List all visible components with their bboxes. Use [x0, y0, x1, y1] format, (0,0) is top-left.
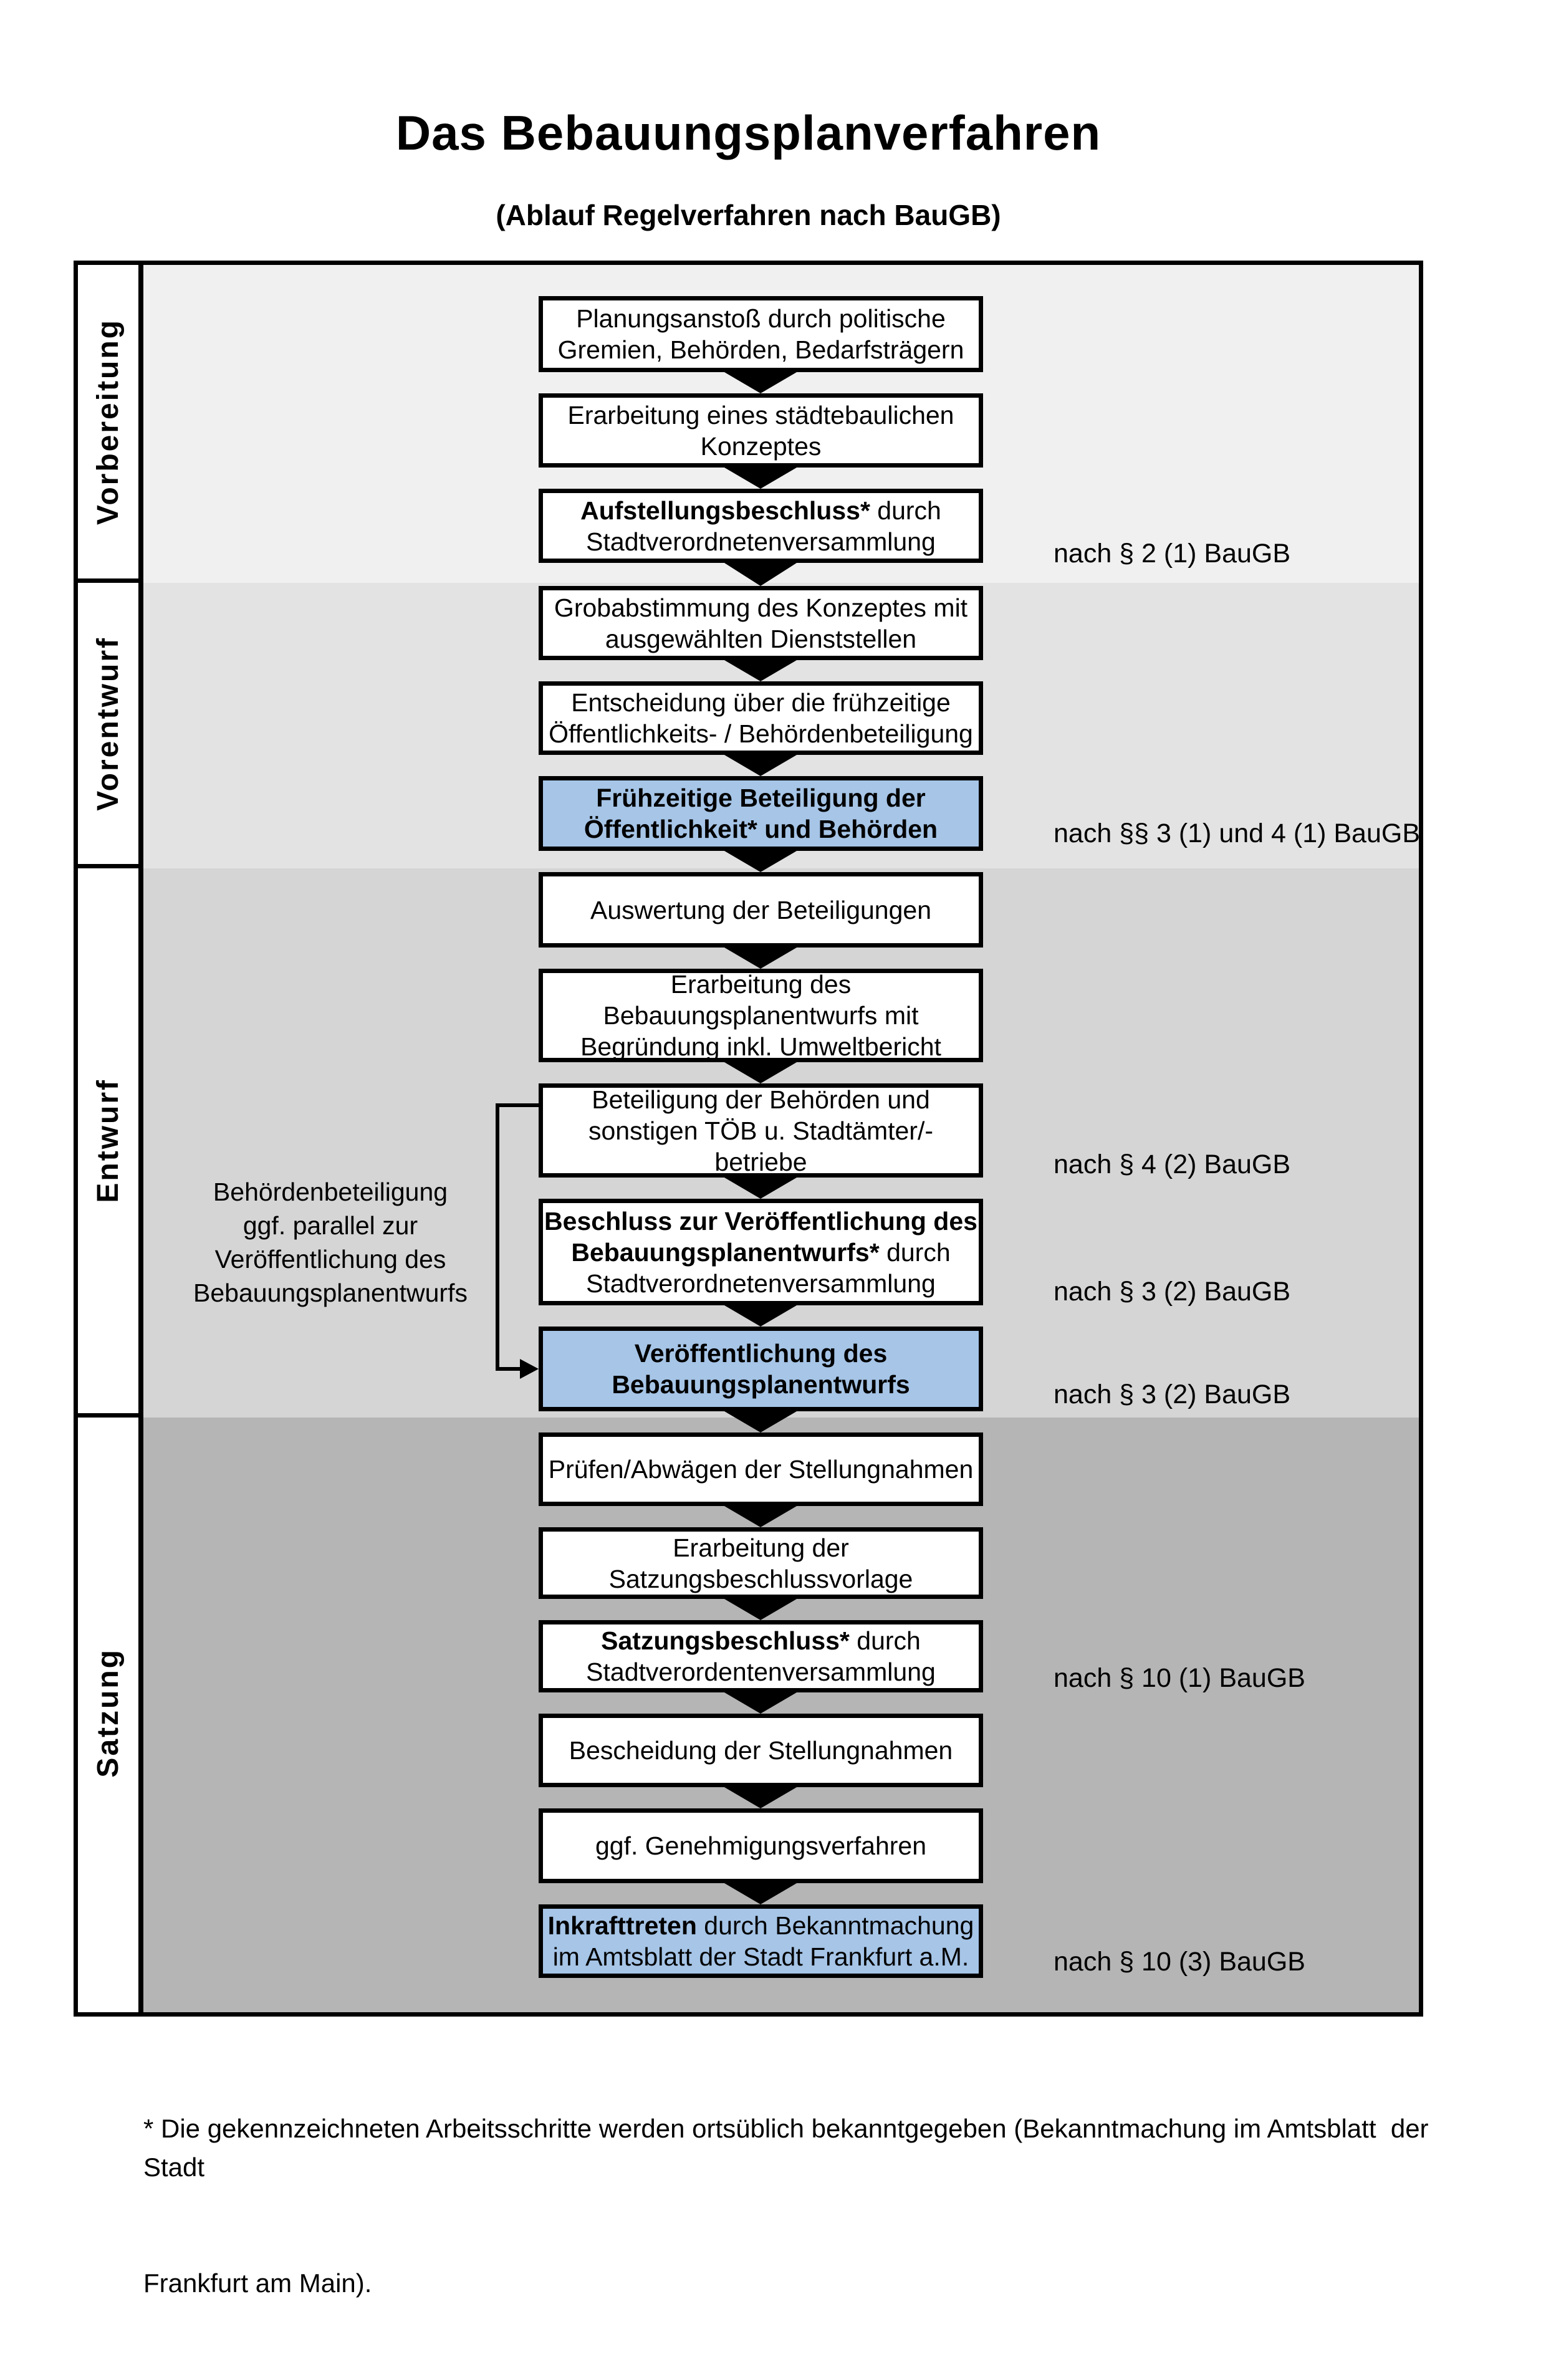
phase-label-satzung: Satzung	[92, 1648, 125, 1778]
flow-box-grobabstimmung: Grobabstimmung des Konzeptes mit ausgewä…	[539, 586, 983, 660]
flow-box-planungsanstoss: Planungsanstoß durch politische Gremien,…	[539, 296, 983, 372]
page-subtitle: (Ablauf Regelverfahren nach BauGB)	[496, 199, 1001, 231]
annotation-par-3-2-a: nach § 3 (2) BauGB	[1054, 1277, 1291, 1307]
flow-box-aufstellungsbeschluss: Aufstellungsbeschluss* durch Stadtverord…	[539, 489, 983, 563]
phase-label-column: Vorbereitung Vorentwurf Entwurf Satzung	[78, 265, 143, 2012]
annotation-par-2-1: nach § 2 (1) BauGB	[1054, 539, 1291, 569]
flow-box-genehmigungsverfahren: ggf. Genehmigungsverfahren	[539, 1808, 983, 1883]
annotation-par-10-1: nach § 10 (1) BauGB	[1054, 1663, 1305, 1693]
side-note-parallel: Behördenbeteiligung ggf. parallel zur Ve…	[193, 1178, 468, 1307]
annotation-par-3-4-1: nach §§ 3 (1) und 4 (1) BauGB	[1054, 818, 1421, 848]
flow-box-satzungsbeschluss: Satzungsbeschluss* durch Stadtverordente…	[539, 1620, 983, 1692]
flow-box-veroeffentlichung-entwurf: Veröffentlichung des Bebauungsplanentwur…	[539, 1327, 983, 1411]
flow-box-erarbeitung-entwurf: Erarbeitung des Bebauungsplanentwurfs mi…	[539, 969, 983, 1062]
flow-box-beschluss-veroeffentlichung: Beschluss zur Veröffentlichung des Bebau…	[539, 1199, 983, 1305]
annotation-par-3-2-b: nach § 3 (2) BauGB	[1054, 1380, 1291, 1409]
flow-box-bescheidung: Bescheidung der Stellungnahmen	[539, 1714, 983, 1787]
flow-box-satzungsbeschlussvorlage: Erarbeitung der Satzungsbeschlussvorlage	[539, 1527, 983, 1599]
flow-box-auswertung: Auswertung der Beteiligungen	[539, 872, 983, 948]
footnote: * Die gekennzeichneten Arbeitsschritte w…	[143, 2114, 1436, 2298]
connector-horizontal-top	[496, 1103, 539, 1107]
flow-box-fruehzeitige-beteiligung: Frühzeitige Beteiligung der Öffentlichke…	[539, 776, 983, 851]
connector-vertical	[496, 1103, 499, 1371]
flow-box-staedtebauliches-konzept: Erarbeitung eines städtebaulichen Konzep…	[539, 393, 983, 468]
phase-label-entwurf: Entwurf	[78, 868, 138, 1418]
phase-label-vorbereitung: Vorbereitung	[78, 265, 138, 583]
annotation-par-4-2: nach § 4 (2) BauGB	[1054, 1149, 1291, 1179]
page-title: Das Bebauungsplanverfahren	[395, 105, 1102, 160]
flow-box-pruefen-abwaegen: Prüfen/Abwägen der Stellungnahmen	[539, 1432, 983, 1506]
flow-box-inkrafttreten: Inkrafttreten durch Bekanntmachung im Am…	[539, 1904, 983, 1978]
page: Das Bebauungsplanverfahren (Ablauf Regel…	[74, 105, 1429, 2298]
flow-box-beteiligung-behoerden: Beteiligung der Behörden und sonstigen T…	[539, 1083, 983, 1178]
flow-box-entscheidung-beteiligung: Entscheidung über die frühzeitige Öffent…	[539, 681, 983, 755]
connector-horizontal-bottom	[496, 1367, 524, 1371]
annotation-par-10-3: nach § 10 (3) BauGB	[1054, 1947, 1305, 1977]
phase-label-vorentwurf: Vorentwurf	[78, 583, 138, 868]
